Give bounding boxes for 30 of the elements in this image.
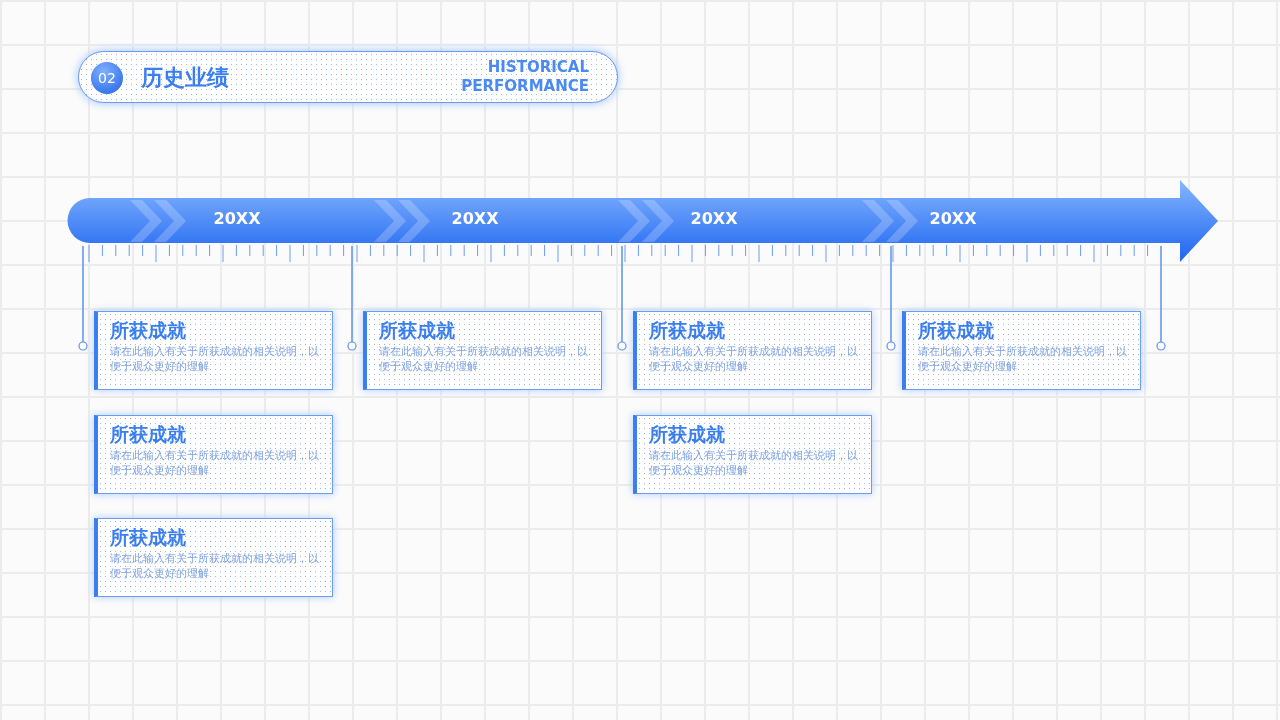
- card-heading: 所获成就: [649, 318, 725, 343]
- achievement-card: [633, 415, 872, 494]
- achievement-card: [363, 311, 602, 390]
- card-description: 请在此输入有关于所获成就的相关说明，以便于观众更好的理解: [379, 344, 589, 374]
- achievement-card: [94, 415, 333, 494]
- card-description: 请在此输入有关于所获成就的相关说明，以便于观众更好的理解: [918, 344, 1128, 374]
- year-label: 20XX: [213, 208, 261, 230]
- subtitle-text: HISTORICAL PERFORMANCE: [460, 58, 589, 96]
- achievement-card: [633, 311, 872, 390]
- achievement-card: [94, 518, 333, 597]
- year-label: 20XX: [451, 208, 499, 230]
- achievement-card: [94, 311, 333, 390]
- card-heading: 所获成就: [110, 525, 186, 550]
- card-description: 请在此输入有关于所获成就的相关说明，以便于观众更好的理解: [649, 344, 859, 374]
- card-description: 请在此输入有关于所获成就的相关说明，以便于观众更好的理解: [649, 448, 859, 478]
- card-description: 请在此输入有关于所获成就的相关说明，以便于观众更好的理解: [110, 448, 320, 478]
- achievement-card: [902, 311, 1141, 390]
- year-label: 20XX: [929, 208, 977, 230]
- card-heading: 所获成就: [649, 422, 725, 447]
- year-label: 20XX: [690, 208, 738, 230]
- card-heading: 所获成就: [110, 318, 186, 343]
- timeline-arrow: [66, 178, 1220, 264]
- card-heading: 所获成就: [110, 422, 186, 447]
- section-number: 02: [91, 62, 123, 94]
- title-banner: [78, 51, 618, 103]
- card-description: 请在此输入有关于所获成就的相关说明，以便于观众更好的理解: [110, 551, 320, 581]
- card-heading: 所获成就: [918, 318, 994, 343]
- title-text: 历史业绩: [141, 64, 229, 92]
- card-description: 请在此输入有关于所获成就的相关说明，以便于观众更好的理解: [110, 344, 320, 374]
- card-heading: 所获成就: [379, 318, 455, 343]
